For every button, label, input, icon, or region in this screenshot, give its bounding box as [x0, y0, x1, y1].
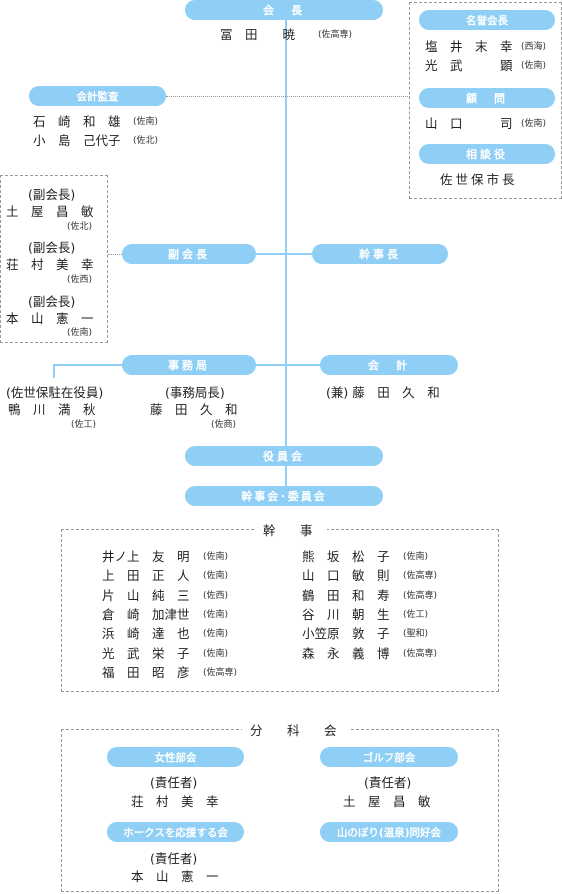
- vice-affil-3: (佐南): [67, 328, 93, 338]
- office-left-name: 鴨 川 満 秋: [8, 402, 96, 417]
- womens-club-role: (責任者): [150, 775, 198, 790]
- board-pill: 役員会: [185, 446, 383, 466]
- office-right-role: (事務局長): [165, 385, 225, 400]
- womens-club-pill: 女性部会: [107, 747, 244, 767]
- kanji-title: 幹 事: [255, 520, 327, 539]
- office-branch-v: [53, 364, 55, 378]
- advisor-pill: 顧 問: [419, 88, 555, 108]
- auditor-pill: 会計監査: [29, 86, 166, 106]
- kanji-member-name: 森 永 義 博: [302, 645, 390, 661]
- vice-pill: 副会長: [122, 244, 256, 264]
- vice-name-1: 土 屋 昌 敏: [6, 204, 94, 219]
- kanji-member-name: 熊 坂 松 子: [302, 549, 390, 564]
- advisor-name: 山 口 司: [425, 116, 513, 131]
- kanji-member-name: 小笠原 敦 子: [302, 626, 390, 642]
- kanji-member-name: 浜 崎 達 也: [102, 626, 190, 642]
- kanji-member-name: 福 田 昭 彦: [102, 664, 190, 680]
- hawks-club-pill: ホークスを応援する会: [107, 822, 244, 842]
- honorary-name-1: 塩 井 末 幸: [425, 39, 513, 54]
- office-left-role: (佐世保駐在役員): [6, 385, 104, 400]
- kanji-member-name: 倉 崎 加津世: [102, 606, 190, 622]
- kanji-member-name: 片 山 純 三: [102, 587, 190, 603]
- hawks-club-name: 本 山 憲 一: [131, 869, 219, 884]
- secretary-general-pill: 幹事長: [312, 244, 448, 264]
- kanji-member-affil: (佐南): [403, 552, 429, 562]
- honorary-name-2: 光 武 顕: [425, 58, 513, 73]
- auditor-dotted-connector: [166, 96, 410, 97]
- office-right-affil: (佐商): [211, 420, 237, 430]
- kanji-member-affil: (佐南): [203, 571, 229, 582]
- treasurer-pill: 会 計: [320, 355, 458, 375]
- office-left-affil: (佐工): [71, 420, 97, 430]
- auditor-affil-1: (佐南): [133, 117, 159, 127]
- kanji-member-name: 井ノ上 友 明: [102, 549, 190, 564]
- kanji-member-affil: (佐工): [403, 609, 429, 620]
- kanji-member-affil: (佐高専): [403, 648, 438, 659]
- office-branch-h: [53, 364, 123, 366]
- kanji-member-affil: (佐南): [203, 609, 229, 620]
- kanji-member-affil: (佐高専): [403, 571, 438, 582]
- kanji-member-affil: (佐南): [203, 629, 229, 640]
- president-name: 冨 田 暁: [220, 27, 296, 42]
- vice-role-3: (副会長): [28, 294, 76, 309]
- kanji-member-name: 山 口 敏 則: [302, 568, 390, 584]
- committee-pill: 幹事会･委員会: [185, 486, 383, 506]
- kanji-member-affil: (佐高専): [203, 667, 238, 678]
- vice-name-2: 荘 村 美 幸: [6, 257, 94, 272]
- kanji-member-affil: (佐南): [203, 648, 229, 659]
- womens-club-name: 荘 村 美 幸: [131, 794, 219, 809]
- kanji-member-name: 谷 川 朝 生: [302, 606, 390, 622]
- hiking-club-pill: 山のぼり(温泉)同好会: [320, 822, 458, 842]
- kanji-member-affil: (佐西): [203, 590, 229, 601]
- kanji-member-affil: (佐南): [203, 552, 229, 562]
- auditor-name-2: 小 島 己代子: [33, 133, 121, 148]
- auditor-affil-2: (佐北): [133, 136, 159, 146]
- office-connector: [255, 364, 321, 366]
- bunkakai-title: 分 科 会: [242, 720, 351, 739]
- honorary-affil-2: (佐南): [521, 61, 547, 71]
- honorary-affil-1: (西海): [521, 42, 547, 52]
- office-pill: 事務局: [122, 355, 256, 375]
- vice-dotted-connector: [108, 254, 122, 255]
- hawks-club-role: (責任者): [150, 851, 198, 866]
- kanji-member-affil: (佐高専): [403, 590, 438, 601]
- vice-connector: [255, 253, 313, 255]
- golf-club-role: (責任者): [364, 775, 412, 790]
- kanji-member-name: 鶴 田 和 寿: [302, 587, 390, 603]
- kanji-member-name: 光 武 栄 子: [102, 645, 190, 661]
- kanji-member-affil: (聖和): [403, 629, 429, 640]
- president-affil: (佐高専): [318, 30, 353, 40]
- office-right-name: 藤 田 久 和: [150, 402, 238, 417]
- vice-affil-1: (佐北): [67, 222, 93, 232]
- honorary-pill: 名誉会長: [419, 10, 555, 30]
- counselor-name: 佐世保市長: [440, 172, 518, 187]
- vice-box: [0, 175, 108, 343]
- auditor-name-1: 石 崎 和 雄: [33, 114, 121, 129]
- vice-name-3: 本 山 憲 一: [6, 311, 94, 326]
- vice-role-2: (副会長): [28, 240, 76, 255]
- trunk-line: [285, 20, 287, 496]
- golf-club-pill: ゴルフ部会: [320, 747, 458, 767]
- vice-role-1: (副会長): [28, 187, 76, 202]
- kanji-member-name: 上 田 正 人: [102, 568, 190, 584]
- advisor-affil: (佐南): [521, 119, 547, 129]
- golf-club-name: 土 屋 昌 敏: [343, 794, 431, 809]
- president-pill: 会 長: [185, 0, 383, 20]
- counselor-pill: 相談役: [419, 144, 555, 164]
- vice-affil-2: (佐西): [67, 275, 93, 285]
- treasurer-name: (兼) 藤 田 久 和: [326, 385, 440, 400]
